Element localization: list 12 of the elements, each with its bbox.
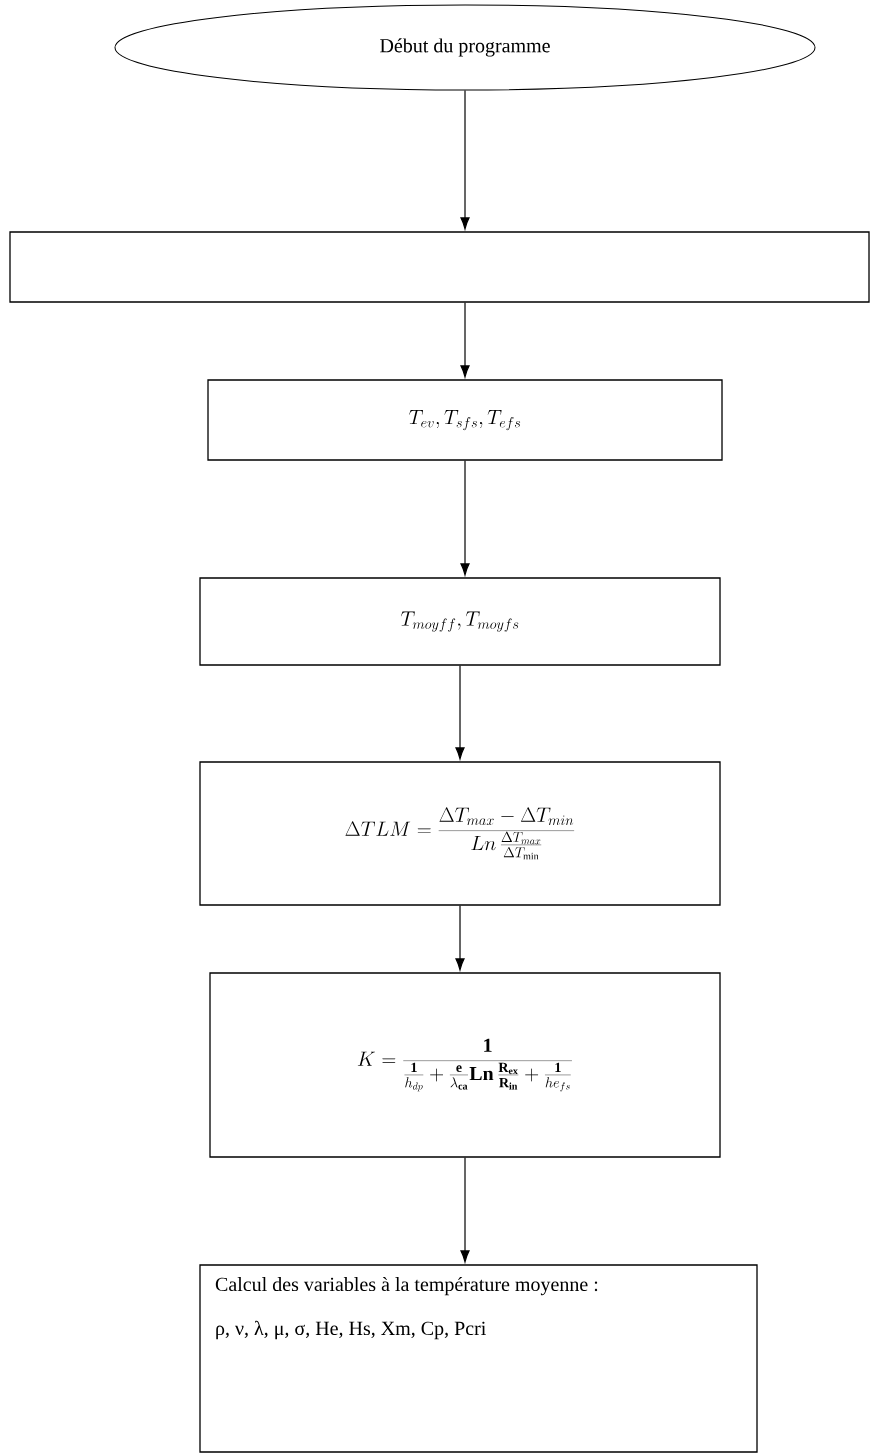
process-box: Calcul des variables à la température moyenne : ρ, ν, λ, μ, σ, He, Hs, Xm, Cp, Pcri (199, 1264, 758, 1453)
formula-box: $K = \frac{\mathbf{1}}{\frac{\mathbf{1}}{h_{dp}} + \frac{\mathbf{e}}{\lambda_{\mathbf{ca}}} \mathbf{Ln}\, \frac{\mathbf{R_{ex}}}{\mathbf{R_{in}}} + \frac{\mathbf{1}}{he_{fs}}}$ (209, 972, 721, 1158)
arrow (460, 302, 470, 378)
formula-box: $T_{moyff}, T_{moyfs}$ (199, 577, 721, 666)
formula-box: $T_{ev}, T_{sfs}, T_{efs}$ (207, 379, 723, 461)
process-box (9, 231, 870, 303)
arrow (460, 1157, 470, 1263)
arrow (460, 460, 470, 576)
arrow (460, 89, 470, 230)
arrow (455, 905, 465, 971)
arrow (455, 665, 465, 760)
formula-box: $\Delta TLM = \frac{\Delta T_{max} - \Delta T_{min}}{Ln\, \frac{\Delta T_{max}}{\Delta T_{\mathrm{min}}}}$ (199, 761, 721, 906)
